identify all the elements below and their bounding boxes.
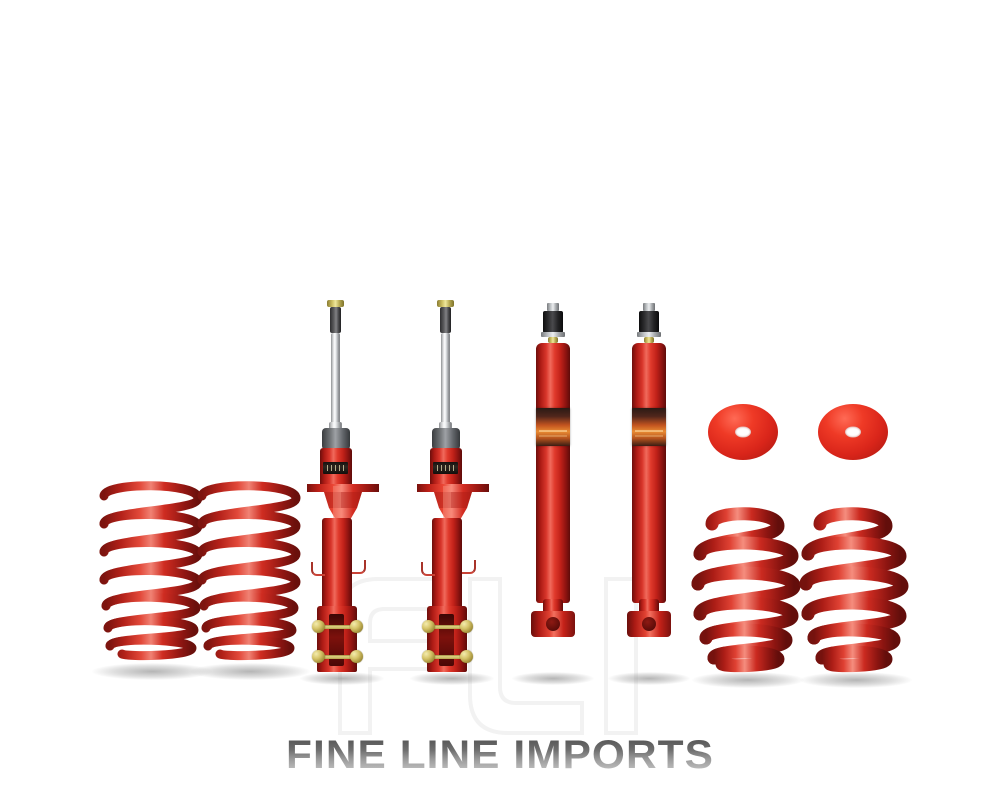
strut-top-collar — [330, 307, 341, 333]
shock-body — [536, 343, 570, 603]
strut-main-body — [432, 518, 462, 610]
strut-spec-label — [323, 462, 348, 474]
strut-bolt-upper-right[interactable] — [350, 620, 363, 633]
shock-top-bushing — [543, 311, 563, 333]
rear-shock-right — [608, 303, 690, 648]
shock-brand-label — [632, 408, 666, 446]
shadow-front-strut-right — [410, 672, 494, 685]
strut-top-nut — [327, 300, 344, 307]
strut-bolt-lower-right[interactable] — [350, 650, 363, 663]
shock-eyelet-bore — [546, 617, 560, 631]
rear-spring-right — [799, 507, 909, 673]
strut-bolt-lower-right[interactable] — [460, 650, 473, 663]
rear-shock-left — [512, 303, 594, 648]
front-strut-left — [300, 300, 386, 672]
strut-top-nut — [437, 300, 454, 307]
strut-seal-cap — [322, 428, 350, 450]
strut-brake-line-clip-right — [462, 560, 476, 574]
strut-bolt-bar-lower — [314, 655, 360, 659]
shock-top-nut — [643, 303, 655, 311]
spacer-disc-hole — [735, 426, 751, 438]
strut-bolt-upper-right[interactable] — [460, 620, 473, 633]
strut-spring-perch — [417, 484, 489, 520]
strut-brake-line-clip-left — [311, 562, 325, 576]
shock-brand-label — [536, 408, 570, 446]
shock-rod-nut — [644, 337, 654, 343]
shock-bushing-washer — [637, 332, 661, 337]
strut-bolt-lower-left[interactable] — [422, 650, 435, 663]
shock-top-bushing — [639, 311, 659, 333]
shock-body — [632, 343, 666, 603]
brand-name-watermark: FINE LINE IMPORTS — [0, 733, 1000, 778]
shock-eyelet-bore — [642, 617, 656, 631]
strut-brake-line-clip-right — [352, 560, 366, 574]
strut-bolt-upper-left[interactable] — [422, 620, 435, 633]
shadow-rear-spring-right — [800, 672, 912, 688]
front-strut-right — [410, 300, 496, 672]
shadow-rear-spring-left — [692, 672, 804, 688]
strut-spring-perch — [307, 484, 379, 520]
shadow-rear-shock-left — [512, 672, 594, 685]
strut-main-body — [322, 518, 352, 610]
rear-spring-left — [691, 507, 801, 673]
strut-bolt-lower-left[interactable] — [312, 650, 325, 663]
strut-bolt-upper-left[interactable] — [312, 620, 325, 633]
strut-bolt-bar-upper — [424, 625, 470, 629]
strut-piston-rod — [331, 333, 340, 431]
shadow-rear-shock-right — [608, 672, 690, 685]
strut-spec-label — [433, 462, 458, 474]
strut-top-collar — [440, 307, 451, 333]
strut-bolt-bar-lower — [424, 655, 470, 659]
spacer-disc-right — [818, 404, 888, 460]
spacer-disc-hole — [845, 426, 861, 438]
spacer-disc-left — [708, 404, 778, 460]
shadow-front-spring-left — [92, 663, 212, 680]
strut-seal-cap — [432, 428, 460, 450]
strut-brake-line-clip-left — [421, 562, 435, 576]
shadow-front-strut-left — [300, 672, 384, 685]
strut-bolt-bar-upper — [314, 625, 360, 629]
front-spring-right — [197, 481, 301, 661]
shock-bushing-washer — [541, 332, 565, 337]
shock-top-nut — [547, 303, 559, 311]
shadow-front-spring-right — [190, 663, 310, 680]
shock-rod-nut — [548, 337, 558, 343]
strut-piston-rod — [441, 333, 450, 431]
